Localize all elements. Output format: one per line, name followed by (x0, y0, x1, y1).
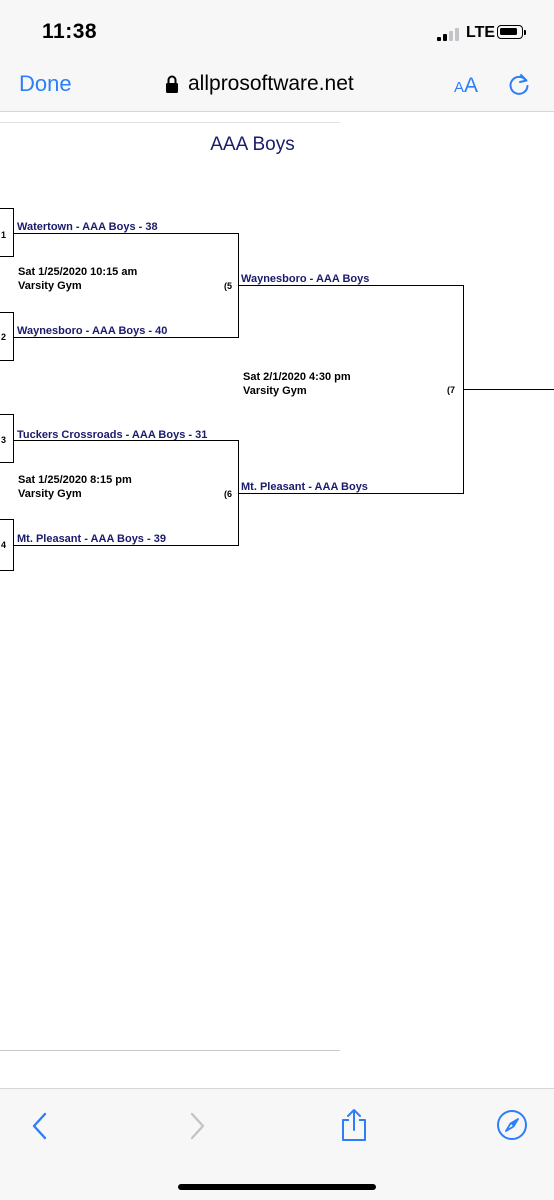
bracket-line (14, 233, 239, 234)
network-type: LTE (466, 24, 496, 41)
seed-box-1 (0, 208, 14, 257)
text-size-small-label: A (454, 79, 465, 96)
page-bottom-divider (0, 1050, 340, 1051)
compass-icon[interactable] (496, 1109, 528, 1146)
round2-team-waynesboro[interactable]: Waynesboro - AAA Boys (241, 273, 370, 285)
bracket-connector (238, 233, 239, 338)
page-top-divider (0, 122, 340, 123)
clock: 11:38 (42, 20, 98, 43)
game2-date: Sat 1/25/2020 8:15 pm (18, 474, 132, 486)
team-tuckers-crossroads[interactable]: Tuckers Crossroads - AAA Boys - 31 (17, 429, 208, 441)
back-arrow-icon[interactable] (30, 1111, 50, 1146)
bracket-connector (238, 440, 239, 546)
bracket-line (14, 545, 239, 546)
signal-strength-icon (437, 27, 461, 41)
seed-4: 4 (1, 540, 7, 550)
url-field[interactable]: allprosoftware.net (165, 70, 354, 98)
battery-icon (497, 25, 526, 39)
share-icon[interactable] (339, 1107, 369, 1148)
game-number-7: (7 (447, 385, 456, 395)
game3-date: Sat 2/1/2020 4:30 pm (243, 371, 351, 383)
home-indicator (178, 1184, 376, 1190)
team-mt-pleasant[interactable]: Mt. Pleasant - AAA Boys - 39 (17, 533, 166, 545)
done-button[interactable]: Done (19, 71, 72, 96)
game1-venue: Varsity Gym (18, 280, 82, 292)
bracket-title: AAA Boys (210, 134, 295, 155)
browser-toolbar (0, 1088, 554, 1200)
bracket-line (464, 389, 554, 390)
game1-date: Sat 1/25/2020 10:15 am (18, 266, 138, 278)
forward-arrow-icon[interactable] (187, 1111, 207, 1146)
seed-box-4 (0, 519, 14, 571)
game-number-6: (6 (224, 489, 233, 499)
status-bar: 11:38 LTE (0, 0, 554, 62)
game-number-5: (5 (224, 281, 233, 291)
text-size-large-label: A (464, 74, 479, 97)
seed-3: 3 (1, 435, 7, 445)
team-waynesboro[interactable]: Waynesboro - AAA Boys - 40 (17, 325, 168, 337)
seed-box-3 (0, 414, 14, 463)
bracket-line (14, 337, 239, 338)
url-text: allprosoftware.net (188, 72, 354, 95)
browser-address-bar: Done allprosoftware.net AA (0, 62, 554, 112)
reload-icon[interactable] (506, 72, 532, 98)
round2-team-mt-pleasant[interactable]: Mt. Pleasant - AAA Boys (241, 481, 368, 493)
seed-box-2 (0, 312, 14, 361)
seed-1: 1 (1, 230, 7, 240)
bracket-line (14, 440, 239, 441)
bracket-line (239, 285, 464, 286)
team-watertown[interactable]: Watertown - AAA Boys - 38 (17, 221, 158, 233)
bracket-connector (463, 285, 464, 494)
text-size-button[interactable]: AA (454, 74, 478, 98)
game2-venue: Varsity Gym (18, 488, 82, 500)
game3-venue: Varsity Gym (243, 385, 307, 397)
lock-icon (165, 74, 179, 94)
seed-2: 2 (1, 332, 7, 342)
bracket-line (239, 493, 464, 494)
